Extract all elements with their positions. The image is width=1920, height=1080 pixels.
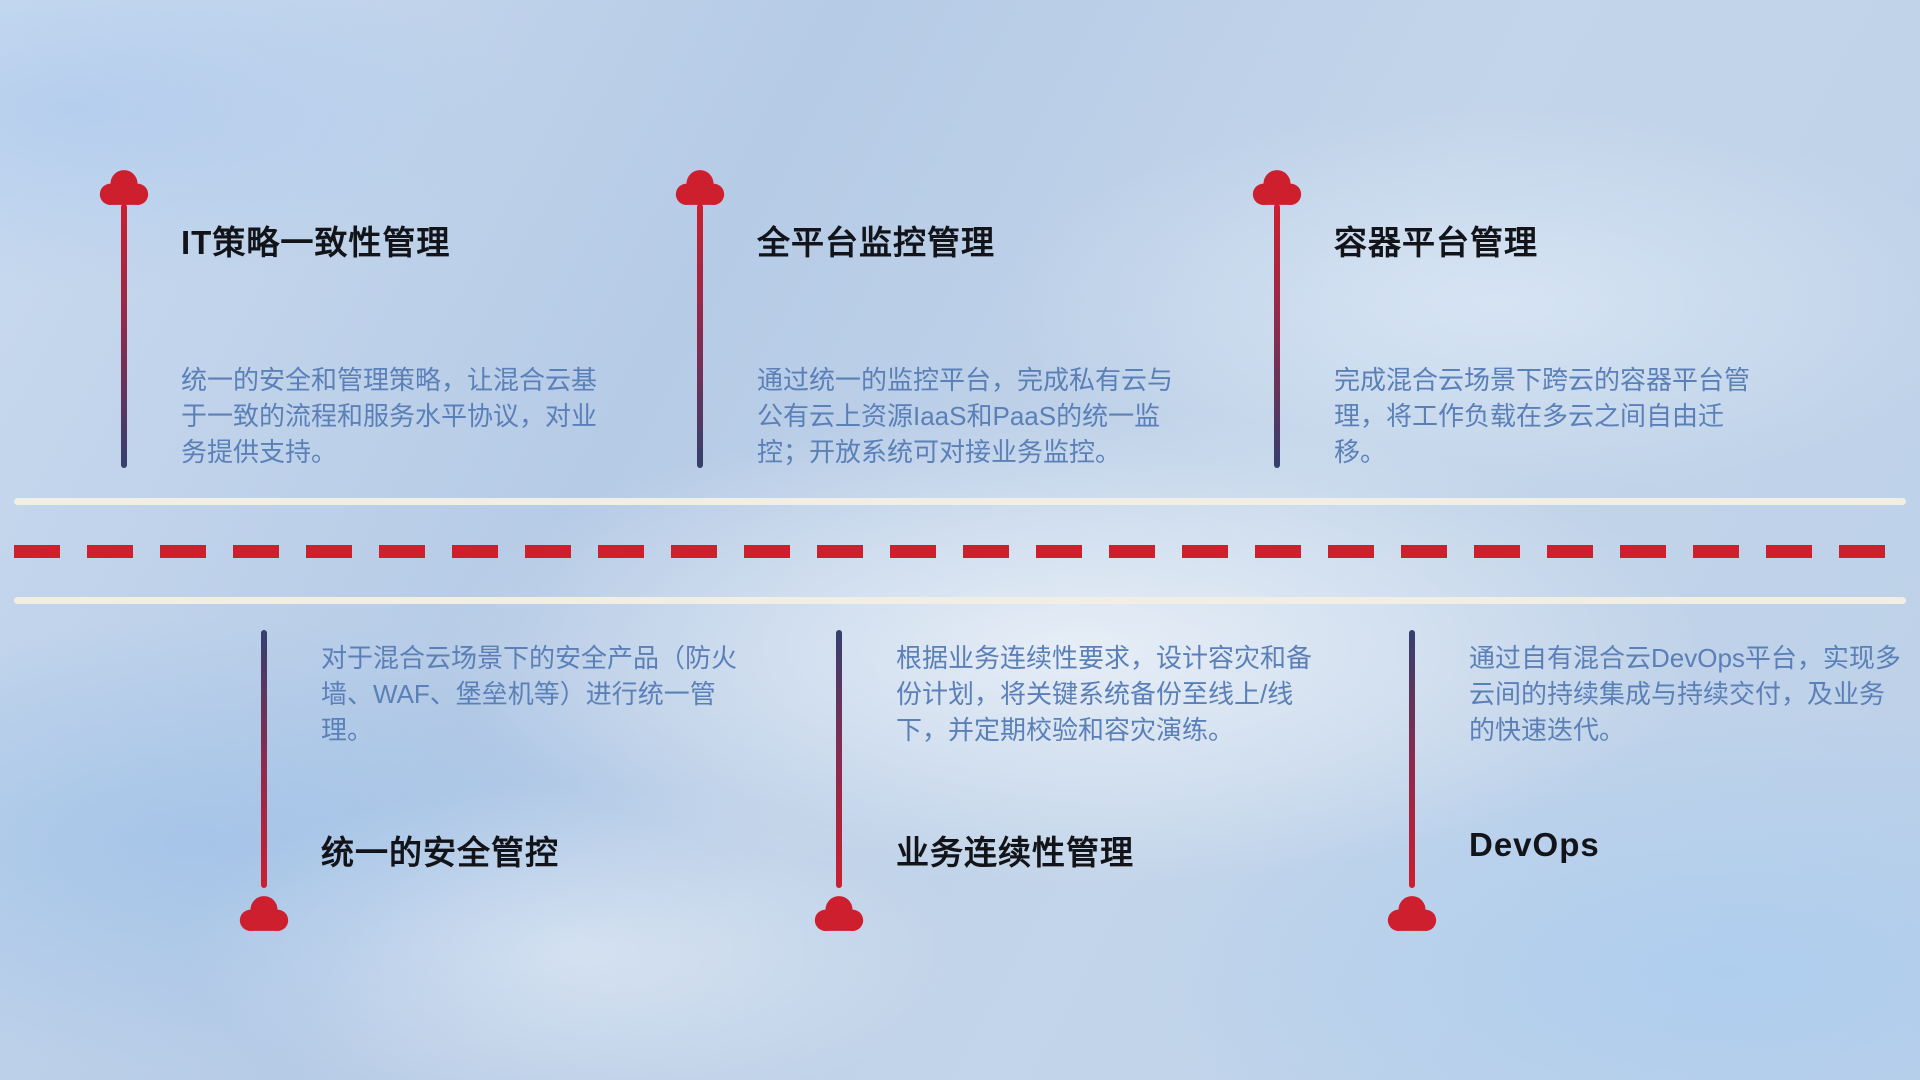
feature-description: 对于混合云场景下的安全产品（防火墙、WAF、堡垒机等）进行统一管理。: [321, 643, 738, 745]
cloud-icon: [235, 894, 293, 935]
cloud-icon: [1248, 168, 1306, 209]
feature-description: 通过统一的监控平台，完成私有云与公有云上资源IaaS和PaaS的统一监控；开放系…: [757, 365, 1174, 467]
feature-title: 统一的安全管控: [321, 834, 559, 871]
cloud-icon: [1383, 894, 1441, 935]
feature-title: IT策略一致性管理: [181, 224, 451, 261]
connector-line: [1409, 630, 1415, 888]
cloud-icon: [810, 894, 868, 935]
feature-description: 通过自有混合云DevOps平台，实现多云间的持续集成与持续交付，及业务的快速迭代…: [1469, 643, 1901, 745]
feature-title: 业务连续性管理: [896, 834, 1134, 871]
feature-title: 全平台监控管理: [757, 224, 995, 261]
road-edge-bottom: [14, 597, 1906, 604]
connector-line: [697, 204, 703, 468]
feature-description: 统一的安全和管理策略，让混合云基于一致的流程和服务水平协议，对业务提供支持。: [181, 365, 598, 467]
feature-description: 根据业务连续性要求，设计容灾和备份计划，将关键系统备份至线上/线下，并定期校验和…: [896, 643, 1313, 745]
connector-line: [261, 630, 267, 888]
feature-description: 完成混合云场景下跨云的容器平台管理，将工作负载在多云之间自由迁移。: [1334, 365, 1751, 467]
feature-title: 容器平台管理: [1334, 224, 1538, 261]
connector-line: [1274, 204, 1280, 468]
road-center-dashed-line: [14, 545, 1906, 558]
connector-line: [836, 630, 842, 888]
road-edge-top: [14, 498, 1906, 505]
feature-title: DevOps: [1469, 826, 1600, 863]
cloud-icon: [671, 168, 729, 209]
cloud-icon: [95, 168, 153, 209]
connector-line: [121, 204, 127, 468]
